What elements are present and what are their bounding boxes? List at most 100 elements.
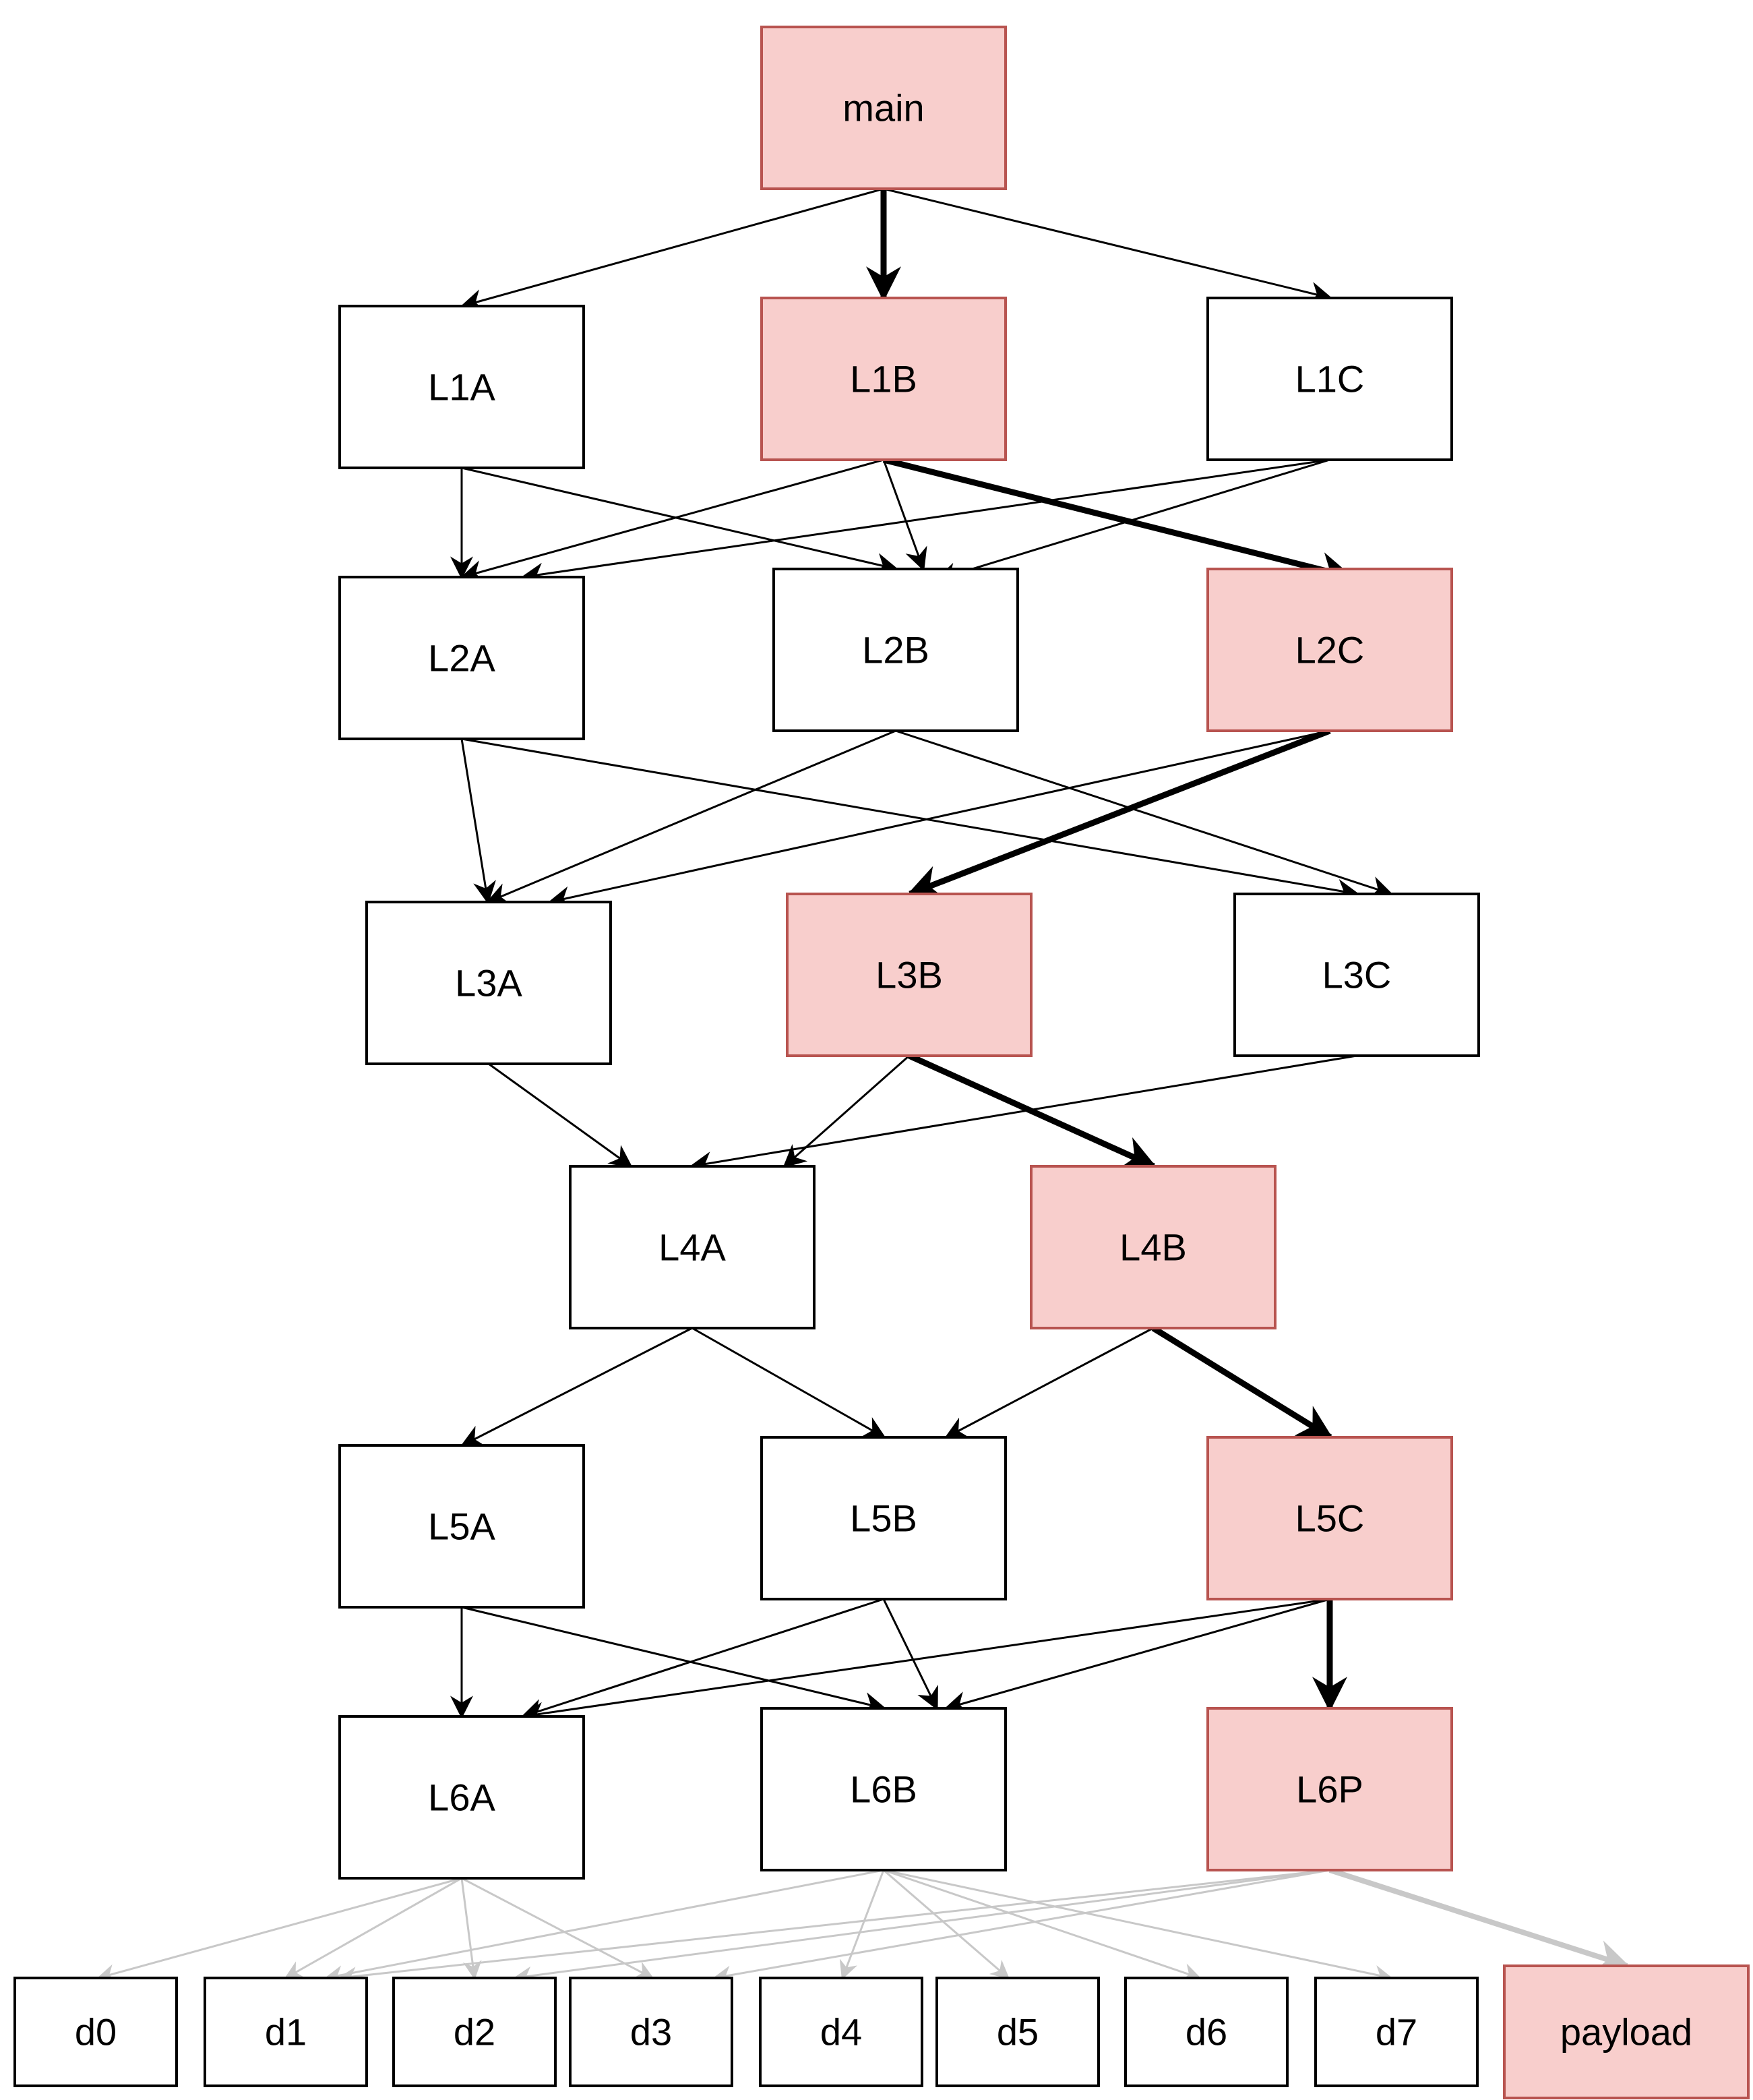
- edge-L2C-to-L3B: [906, 727, 1331, 899]
- node-box: [1206, 568, 1453, 732]
- node-label: L2C: [1295, 629, 1365, 671]
- node-label: L3C: [1322, 954, 1392, 996]
- node-box: [786, 893, 1033, 1057]
- node-label: L3A: [455, 962, 522, 1004]
- edge-L6A-to-d1: [284, 1877, 462, 1979]
- node-L1A[interactable]: L1A: [338, 305, 585, 469]
- edge-L3A-to-L4A: [488, 1062, 633, 1168]
- node-box: [204, 1977, 368, 2087]
- node-label: d5: [997, 2011, 1039, 2053]
- node-d5[interactable]: d5: [935, 1977, 1100, 2087]
- edge-L6P-to-payload: [1328, 1867, 1630, 1973]
- node-L3C[interactable]: L3C: [1233, 893, 1480, 1057]
- node-L5A[interactable]: L5A: [338, 1444, 585, 1609]
- node-d4[interactable]: d4: [759, 1977, 923, 2087]
- node-box: [760, 1436, 1007, 1600]
- node-L6A[interactable]: L6A: [338, 1715, 585, 1880]
- edge-L1C-to-L2A: [520, 458, 1330, 586]
- node-box: [365, 901, 612, 1065]
- node-label: d1: [265, 2011, 307, 2053]
- node-L2C[interactable]: L2C: [1206, 568, 1453, 732]
- node-L2A[interactable]: L2A: [338, 576, 585, 740]
- node-label: d3: [630, 2011, 672, 2053]
- node-box: [1124, 1977, 1289, 2087]
- edge-L6P-to-d2: [513, 1869, 1330, 1985]
- node-d6[interactable]: d6: [1124, 1977, 1289, 2087]
- edge-L6P-to-d1: [338, 1869, 1330, 1986]
- node-box: [935, 1977, 1100, 2087]
- node-box: [1206, 1707, 1453, 1871]
- edge-L5C-to-L6B: [944, 1598, 1330, 1714]
- edge-L1B-to-L2A: [460, 458, 884, 583]
- edge-L4A-to-L5A: [460, 1327, 693, 1447]
- node-box: [338, 576, 585, 740]
- node-box: [1314, 1977, 1479, 2087]
- node-label: L4A: [658, 1226, 726, 1269]
- edge-L4A-to-L5B: [691, 1327, 886, 1439]
- node-label: L5B: [850, 1497, 917, 1540]
- node-box: [1206, 297, 1453, 461]
- node-L4B[interactable]: L4B: [1030, 1165, 1277, 1329]
- node-box: [760, 26, 1007, 190]
- edge-L2B-to-L3C: [895, 729, 1394, 899]
- edge-L5A-to-L6B: [461, 1606, 887, 1715]
- node-label: L1A: [428, 366, 495, 409]
- node-payload[interactable]: payload: [1503, 1964, 1750, 2099]
- node-d3[interactable]: d3: [569, 1977, 733, 2087]
- node-d1[interactable]: d1: [204, 1977, 368, 2087]
- node-box: [338, 1444, 585, 1609]
- node-box: [760, 297, 1007, 461]
- node-label: d4: [820, 2011, 862, 2053]
- node-d7[interactable]: d7: [1314, 1977, 1479, 2087]
- node-L4A[interactable]: L4A: [569, 1165, 816, 1329]
- edge-L3B-to-L4A: [782, 1054, 910, 1168]
- node-L1C[interactable]: L1C: [1206, 297, 1453, 461]
- edge-L3C-to-L4A: [689, 1054, 1357, 1174]
- node-label: L4B: [1119, 1226, 1187, 1269]
- node-L6B[interactable]: L6B: [760, 1707, 1007, 1871]
- edge-L6A-to-d3: [461, 1877, 654, 1979]
- edge-L6B-to-d1: [324, 1869, 884, 1984]
- node-box: [13, 1977, 178, 2087]
- node-L5B[interactable]: L5B: [760, 1436, 1007, 1600]
- node-label: L5A: [428, 1505, 495, 1548]
- edge-L1A-to-L2B: [461, 467, 899, 576]
- node-d0[interactable]: d0: [13, 1977, 178, 2087]
- node-box: [759, 1977, 923, 2087]
- edge-L6A-to-d2: [460, 1878, 482, 1980]
- edge-L2A-to-L3A: [460, 738, 496, 905]
- node-L3A[interactable]: L3A: [365, 901, 612, 1065]
- edge-L1C-to-L2B: [934, 458, 1330, 585]
- node-d2[interactable]: d2: [392, 1977, 557, 2087]
- edge-L5C-to-L6A: [520, 1598, 1330, 1725]
- node-box: [1206, 1436, 1453, 1600]
- edge-L5B-to-L6A: [520, 1598, 884, 1721]
- node-L1B[interactable]: L1B: [760, 297, 1007, 461]
- edge-L5B-to-L6B: [882, 1598, 938, 1711]
- node-box: [569, 1165, 816, 1329]
- node-label: L2B: [862, 629, 929, 671]
- edge-main-to-L1C: [883, 187, 1333, 305]
- edge-L6B-to-d4: [839, 1869, 885, 1980]
- node-label: d6: [1186, 2011, 1227, 2053]
- node-L3B[interactable]: L3B: [786, 893, 1033, 1057]
- edge-L6B-to-d6: [883, 1869, 1202, 1982]
- node-label: L6B: [850, 1768, 917, 1811]
- node-box: [338, 1715, 585, 1880]
- node-L2B[interactable]: L2B: [772, 568, 1019, 732]
- edge-L4B-to-L5B: [944, 1327, 1154, 1439]
- node-box: [772, 568, 1019, 732]
- edge-L2A-to-L3C: [461, 738, 1360, 902]
- edge-L6B-to-d5: [883, 1869, 1010, 1979]
- node-label: L1B: [850, 358, 917, 400]
- node-L5C[interactable]: L5C: [1206, 1436, 1453, 1600]
- node-L6P[interactable]: L6P: [1206, 1707, 1453, 1871]
- node-box: [760, 1707, 1007, 1871]
- edge-L6B-to-d7: [883, 1869, 1393, 1984]
- node-main[interactable]: main: [760, 26, 1007, 190]
- edge-L6P-to-d3: [712, 1869, 1330, 1985]
- node-label: L2A: [428, 637, 495, 680]
- edge-L3B-to-L4B: [908, 1052, 1157, 1170]
- node-box: [392, 1977, 557, 2087]
